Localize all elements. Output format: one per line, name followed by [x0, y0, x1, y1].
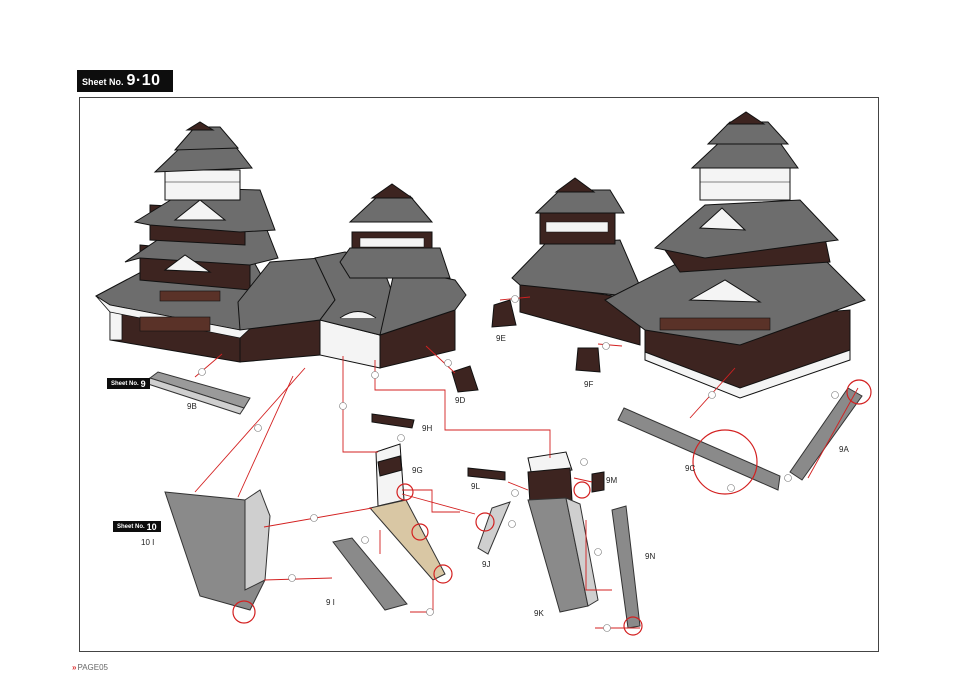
- sheet-9-badge-label: Sheet No.: [111, 381, 139, 387]
- part-label-9e: 9E: [496, 334, 506, 343]
- part-label-10i: 10 I: [141, 538, 154, 547]
- sheet-10-badge-label: Sheet No.: [117, 524, 145, 530]
- part-label-9g: 9G: [412, 466, 423, 475]
- part-label-9c: 9C: [685, 464, 695, 473]
- page-number: »PAGE05: [72, 663, 108, 672]
- sheet-10-badge-number: 10: [147, 522, 157, 532]
- page-number-text: PAGE05: [77, 663, 108, 672]
- part-label-9j: 9J: [482, 560, 490, 569]
- sheet-10-badge: Sheet No. 10: [113, 521, 161, 532]
- page-arrow-icon: »: [72, 663, 76, 672]
- sheet-9-badge: Sheet No. 9: [107, 378, 150, 389]
- part-label-9n: 9N: [645, 552, 655, 561]
- sheet-9-badge-number: 9: [141, 379, 146, 389]
- part-label-9d: 9D: [455, 396, 465, 405]
- part-label-9m: 9M: [606, 476, 617, 485]
- part-label-9l: 9L: [471, 482, 480, 491]
- part-label-9i: 9 I: [326, 598, 335, 607]
- left-castle-illustration: [96, 122, 466, 368]
- part-label-9f: 9F: [584, 380, 593, 389]
- part-label-9b: 9B: [187, 402, 197, 411]
- part-label-9h: 9H: [422, 424, 432, 433]
- part-label-9k: 9K: [534, 609, 544, 618]
- part-label-9a: 9A: [839, 445, 849, 454]
- right-castle-illustration: [512, 112, 865, 398]
